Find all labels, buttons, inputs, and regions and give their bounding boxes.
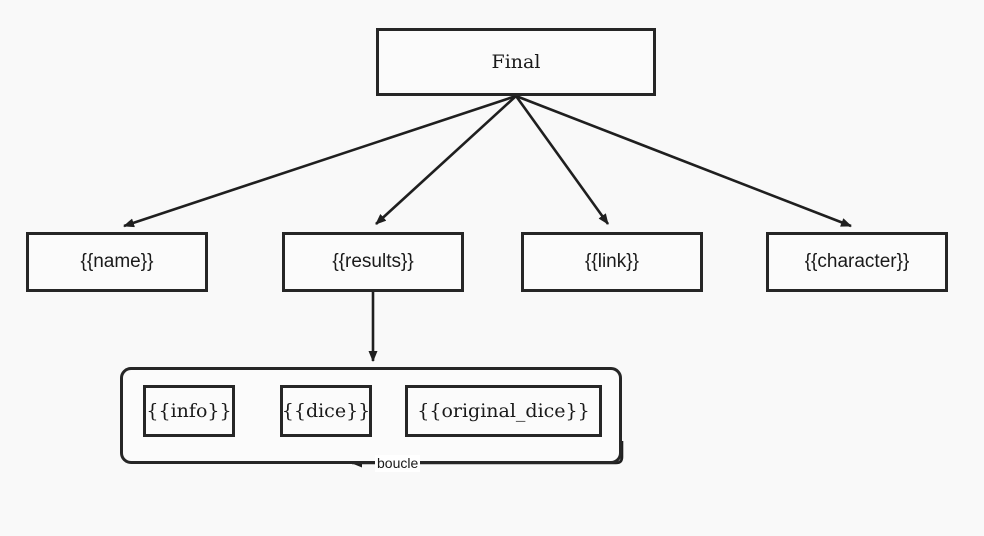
node-name-label: {{name}} bbox=[80, 251, 154, 272]
node-final[interactable]: Final bbox=[376, 28, 656, 96]
node-info-label: {{info}} bbox=[146, 400, 232, 422]
node-link-label: {{link}} bbox=[585, 251, 639, 272]
node-character-label: {{character}} bbox=[804, 251, 910, 272]
edge-final-to-results bbox=[375, 95, 517, 225]
node-original-dice[interactable]: {{original_dice}} bbox=[405, 385, 602, 437]
node-info[interactable]: {{info}} bbox=[143, 385, 235, 437]
edge-final-to-link bbox=[514, 95, 610, 225]
edge-final-to-name bbox=[123, 94, 517, 228]
node-name[interactable]: {{name}} bbox=[26, 232, 208, 292]
edge-final-to-character bbox=[515, 94, 852, 228]
node-dice[interactable]: {{dice}} bbox=[280, 385, 372, 437]
node-results[interactable]: {{results}} bbox=[282, 232, 464, 292]
node-character[interactable]: {{character}} bbox=[766, 232, 948, 292]
node-final-label: Final bbox=[491, 51, 541, 73]
node-link[interactable]: {{link}} bbox=[521, 232, 703, 292]
node-dice-label: {{dice}} bbox=[281, 400, 371, 422]
edge-label-boucle: boucle bbox=[375, 455, 421, 472]
node-original-dice-label: {{original_dice}} bbox=[417, 400, 590, 422]
node-results-label: {{results}} bbox=[332, 251, 414, 272]
